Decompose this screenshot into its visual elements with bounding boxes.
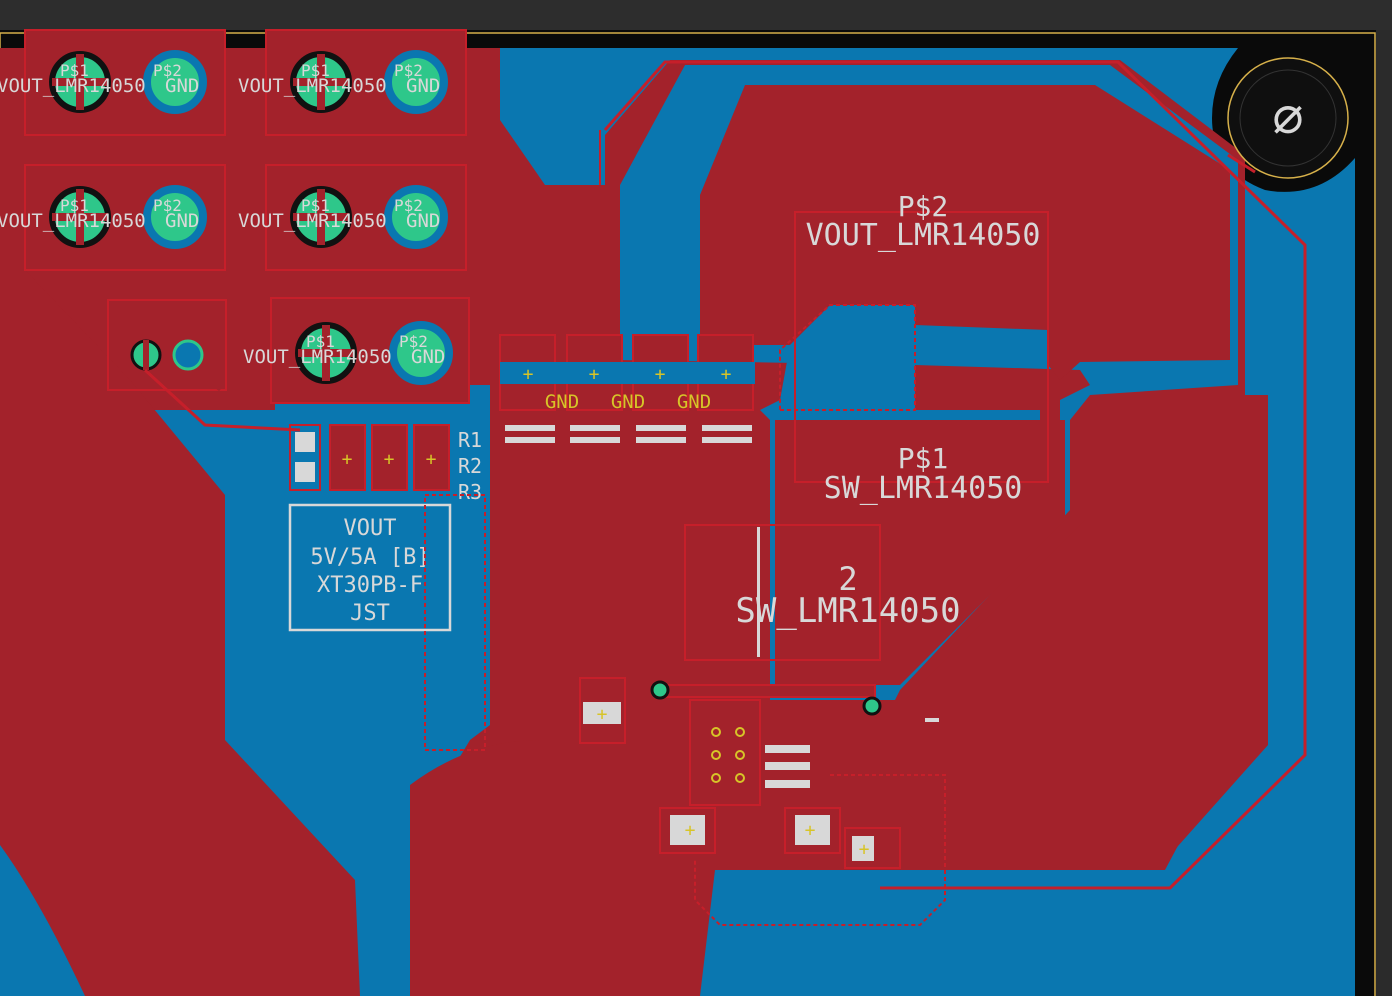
svg-text:+: + xyxy=(859,839,870,860)
capacitor-row[interactable]: + + + + GND GND GND xyxy=(499,334,755,443)
net1-label: VOUT_LMR14050 xyxy=(238,210,387,232)
copper-void-left xyxy=(0,845,85,996)
pad-pin2[interactable] xyxy=(389,321,453,385)
copper-zone-right-upper xyxy=(700,85,1230,380)
trace-jst xyxy=(143,368,301,432)
net2-label: GND xyxy=(406,75,440,97)
top-bar xyxy=(0,0,1392,30)
regulator-ic[interactable]: + + + + xyxy=(579,677,939,869)
zone-outline-left xyxy=(424,494,486,751)
r3-label: R3 xyxy=(458,480,482,504)
net1-label: VOUT_LMR14050 xyxy=(243,346,392,368)
pin1-label: P$1 xyxy=(301,196,330,215)
pad-cross xyxy=(52,54,108,110)
pin2-label: P$2 xyxy=(153,196,182,215)
big-sw-pin: P$1 xyxy=(898,442,949,475)
resistor-row[interactable]: + + + R1 R2 R3 xyxy=(289,424,482,504)
net1-label: VOUT_LMR14050 xyxy=(0,210,146,232)
board-outline-edge xyxy=(0,32,1376,996)
pin2-label: P$2 xyxy=(153,61,182,80)
svg-text:+: + xyxy=(597,704,608,725)
pin1-label: P$1 xyxy=(60,61,89,80)
vout-box-line4: JST xyxy=(350,601,390,626)
pin2-label: P$2 xyxy=(394,196,423,215)
r2-label: R2 xyxy=(458,454,482,478)
net2-label: GND xyxy=(165,210,199,232)
gnd-label-2: GND xyxy=(611,391,645,413)
big-vout-pin: P$2 xyxy=(898,190,949,223)
net2-label: GND xyxy=(411,346,445,368)
svg-text:+: + xyxy=(805,820,816,841)
pin1-label: P$1 xyxy=(306,332,335,351)
vout-box-line2: 5V/5A [B] xyxy=(310,545,429,570)
svg-text:+: + xyxy=(589,364,600,385)
hole-symbol: ∅ xyxy=(1272,89,1303,149)
net1-label: VOUT_LMR14050 xyxy=(0,75,146,97)
sw-pad-label: SW_LMR14050 xyxy=(735,591,960,631)
pad-pin2[interactable] xyxy=(384,185,448,249)
jst-footprint[interactable] xyxy=(107,299,227,392)
big-pad-vout[interactable]: P$2 VOUT_LMR14050 xyxy=(794,190,1049,483)
net2-label: GND xyxy=(406,210,440,232)
svg-text:+: + xyxy=(685,820,696,841)
svg-text:+: + xyxy=(426,449,437,470)
pad-pin2[interactable] xyxy=(384,50,448,114)
big-sw-label: SW_LMR14050 xyxy=(824,471,1023,506)
svg-text:+: + xyxy=(655,364,666,385)
ground-zone-outline xyxy=(694,774,946,926)
pad-pin2[interactable] xyxy=(143,50,207,114)
sw-pad-num: 2 xyxy=(838,560,857,598)
svg-text:+: + xyxy=(342,449,353,470)
pin2-label: P$2 xyxy=(399,332,428,351)
route-outline-track xyxy=(603,60,1307,890)
net1-label: VOUT_LMR14050 xyxy=(238,75,387,97)
pad-pin2[interactable] xyxy=(143,185,207,249)
pad-cross xyxy=(293,189,349,245)
vout-box-line3: XT30PB-F xyxy=(317,573,423,598)
big-pad-sw[interactable]: P$1 SW_LMR14050 xyxy=(824,442,1023,506)
svg-text:+: + xyxy=(721,364,732,385)
inductor-pad[interactable]: 2 SW_LMR14050 xyxy=(684,524,961,661)
pin1-label: P$1 xyxy=(60,196,89,215)
big-vout-label: VOUT_LMR14050 xyxy=(806,218,1041,253)
r1-label: R1 xyxy=(458,428,482,452)
pad-cross xyxy=(293,54,349,110)
gnd-label-1: GND xyxy=(545,391,579,413)
vout-box-line1: VOUT xyxy=(344,516,397,541)
vout-label-box: VOUT 5V/5A [B] XT30PB-F JST xyxy=(288,503,452,632)
svg-text:+: + xyxy=(523,364,534,385)
gnd-label-3: GND xyxy=(677,391,711,413)
copper-pour-left xyxy=(0,270,360,996)
copper-zone-right-lower xyxy=(775,420,1065,685)
zone-outline-top-left xyxy=(779,304,916,411)
net2-label: GND xyxy=(165,75,199,97)
copper-pour-left-bottom xyxy=(410,740,640,996)
pad-cross xyxy=(52,189,108,245)
pad-cross xyxy=(298,325,354,381)
mounting-hole[interactable]: ∅ xyxy=(1227,57,1349,179)
svg-text:+: + xyxy=(384,449,395,470)
pin1-label: P$1 xyxy=(301,61,330,80)
copper-zone-right-far xyxy=(905,395,1268,855)
pin2-label: P$2 xyxy=(394,61,423,80)
